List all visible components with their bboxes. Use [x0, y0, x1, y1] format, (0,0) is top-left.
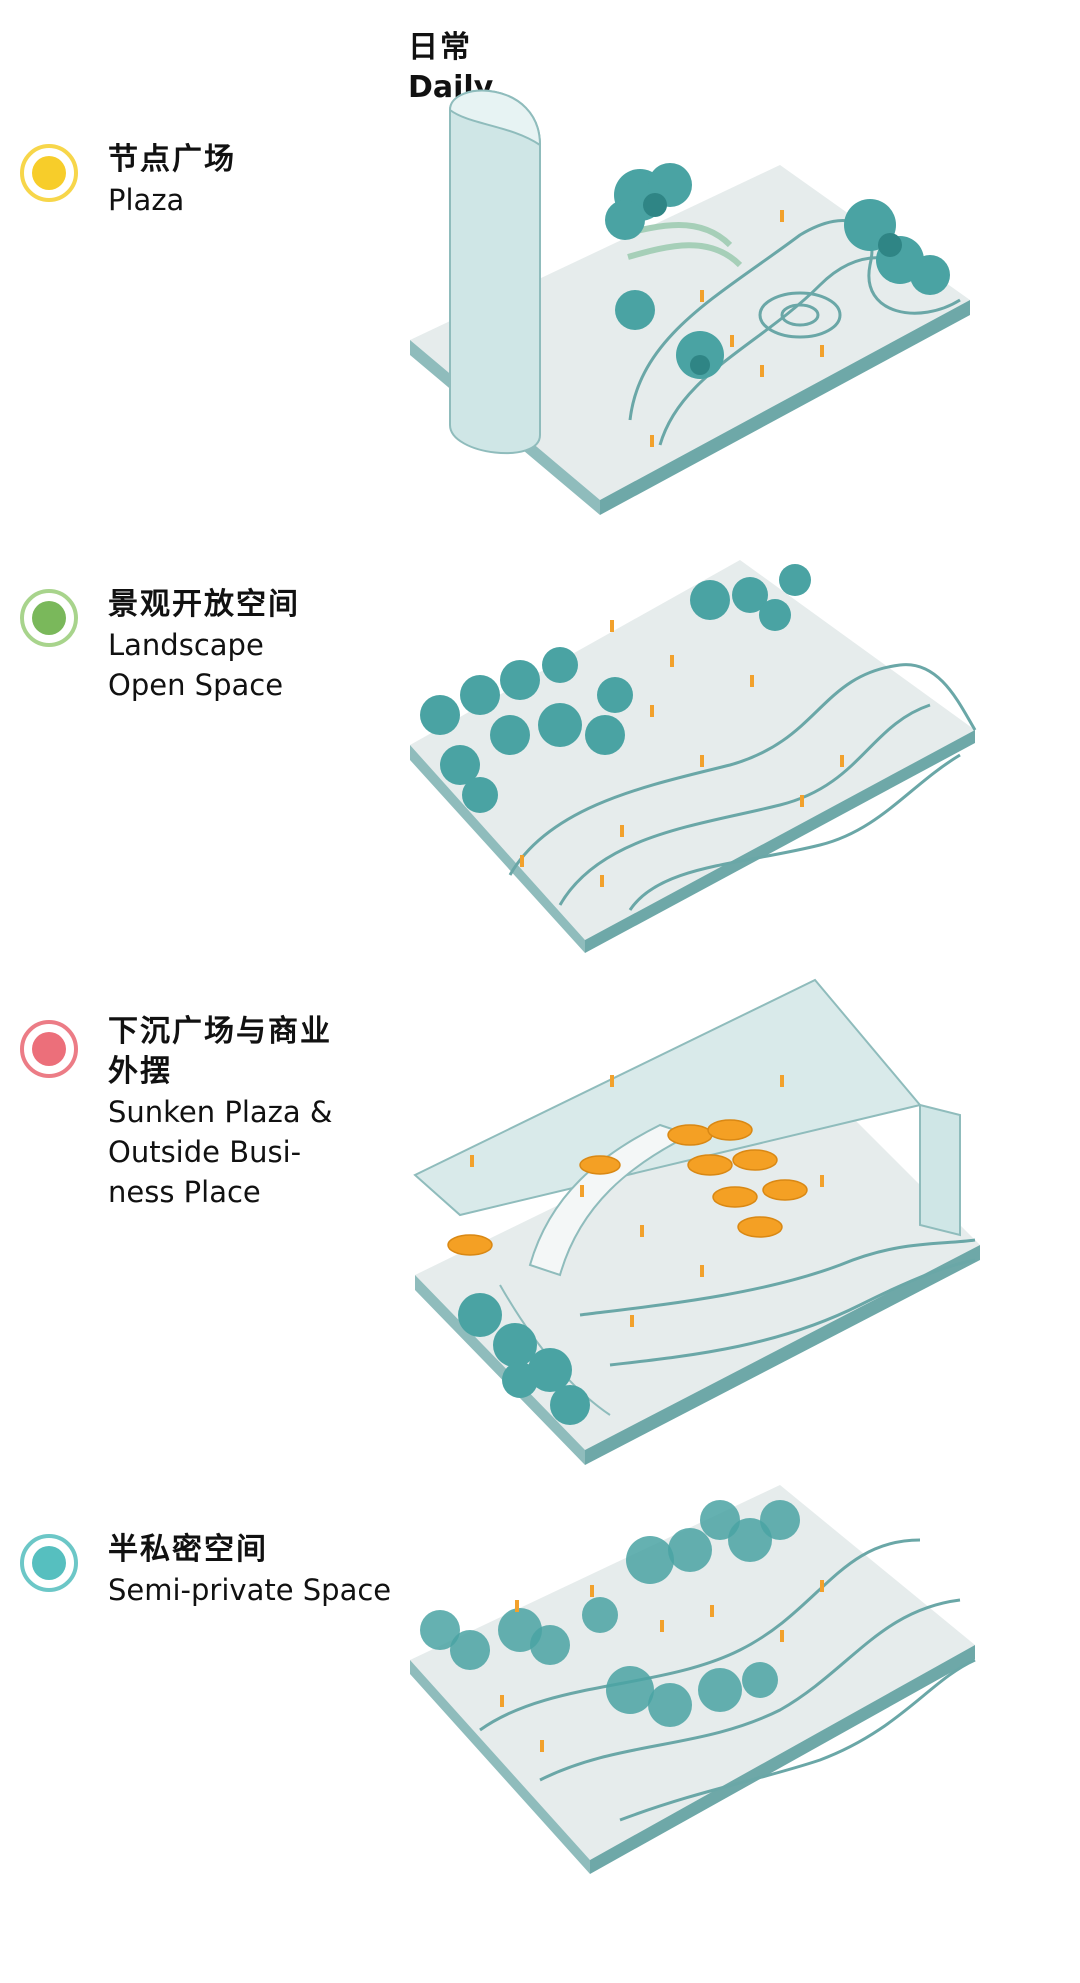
legend-label-en: Open Space [108, 668, 284, 702]
landscape-diagram [410, 560, 977, 953]
legend-label-en: Plaza [108, 183, 185, 217]
sunken-plaza-diagram [413, 978, 980, 1465]
legend-label-zh: 下沉广场与商业 [108, 1014, 332, 1049]
header-zh: 日常 [408, 30, 472, 65]
diagram-header: 日常 Daily [408, 28, 493, 108]
semi-private-diagram [410, 1485, 976, 1874]
legend-label-zh: 景观开放空间 [108, 587, 300, 622]
legend-label-en: Outside Busi- [108, 1135, 302, 1169]
teal-dot-icon [20, 1534, 78, 1592]
plaza-diagram [410, 89, 970, 515]
legend-label-en: Semi-private Space [108, 1573, 392, 1607]
legend-label-en: ness Place [108, 1175, 261, 1209]
legend-label-en: Landscape [108, 628, 264, 662]
legend-label-zh: 外摆 [108, 1054, 172, 1089]
yellow-dot-icon [20, 144, 78, 202]
green-dot-icon [20, 589, 78, 647]
legend-label-zh: 半私密空间 [108, 1532, 268, 1567]
red-dot-icon [20, 1020, 78, 1078]
legend-label-en: Sunken Plaza & [108, 1095, 333, 1129]
legend-label-zh: 节点广场 [108, 142, 236, 177]
